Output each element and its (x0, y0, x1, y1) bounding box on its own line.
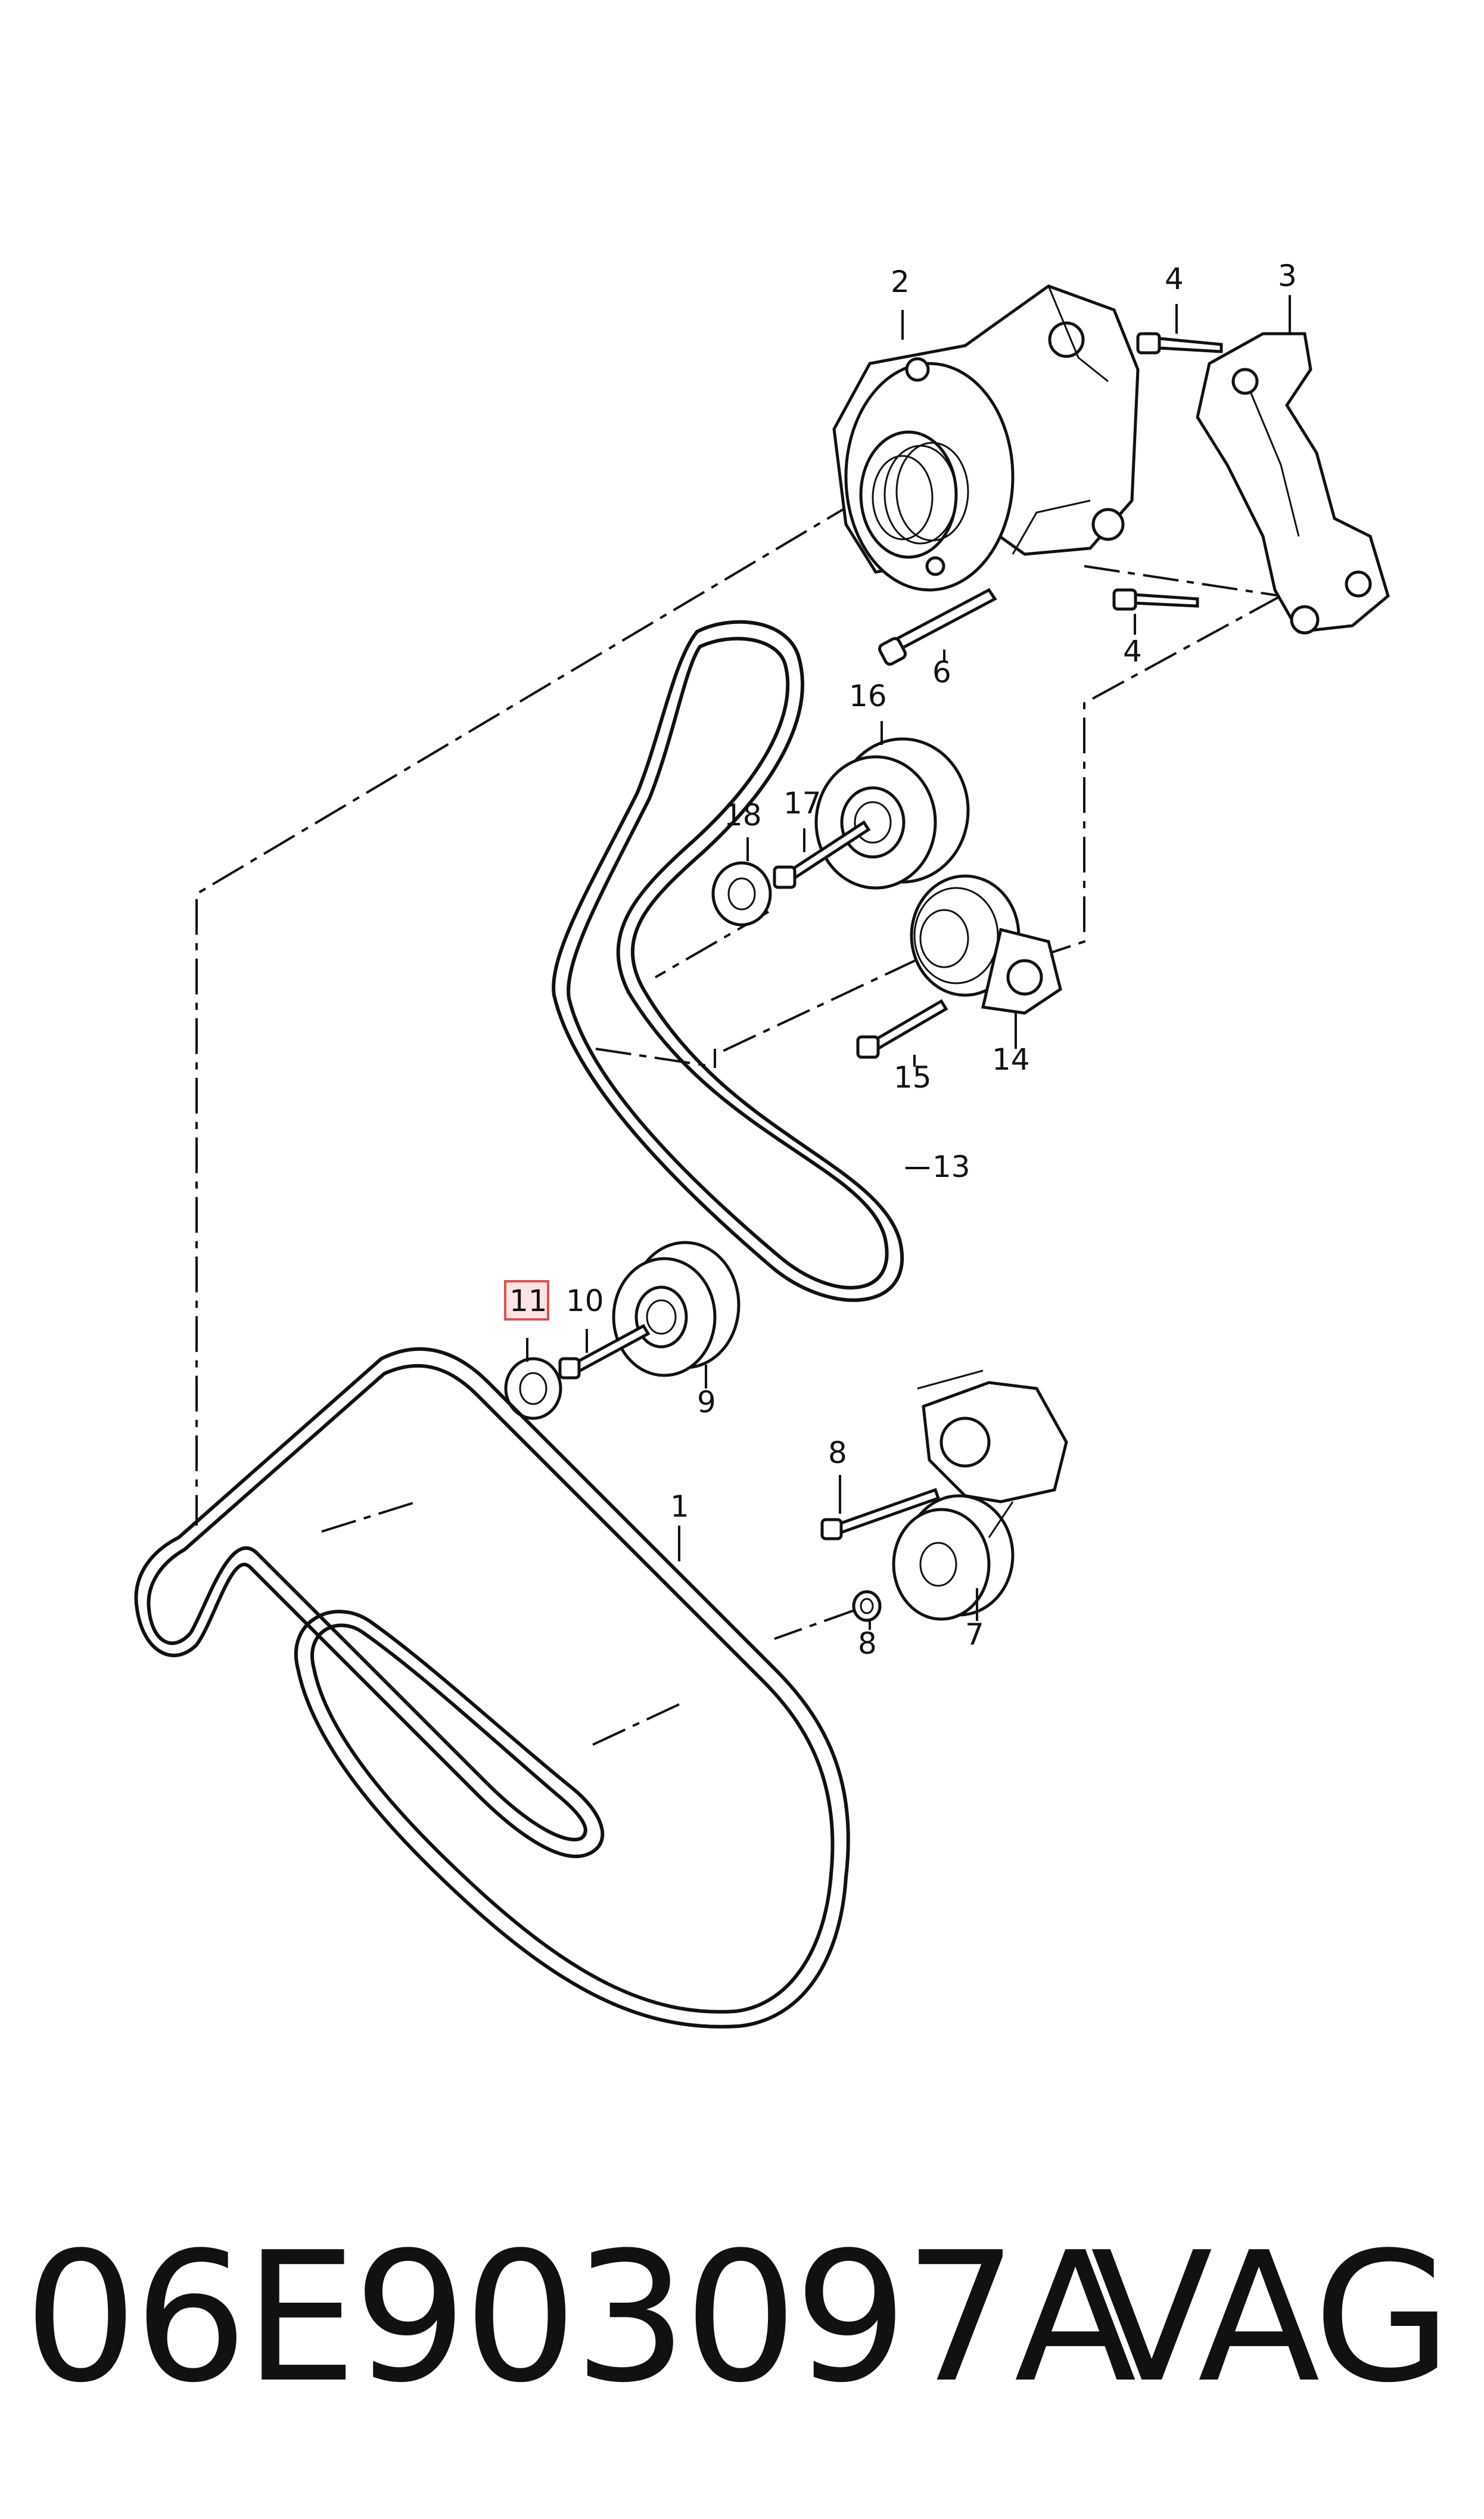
exploded-parts-diagram: 2 4 3 4 6 16 17 18 15 14 13 11 10 9 8 1 … (134, 259, 1390, 2029)
callout-1[interactable]: 1 (670, 1489, 689, 1524)
bolt-8-upper (820, 1487, 941, 1540)
bolt-6 (878, 588, 997, 666)
belt-1 (134, 1347, 850, 2029)
idler-pulley-16 (814, 737, 970, 890)
tensioner-14 (910, 874, 1062, 1015)
callout-13[interactable]: 13 (932, 1150, 970, 1184)
callout-16[interactable]: 16 (849, 679, 887, 713)
bracket (1196, 332, 1390, 635)
tensioner-7 (892, 1369, 1068, 1621)
belt-13 (552, 620, 904, 1302)
callout-4-top[interactable]: 4 (1165, 262, 1184, 296)
callout-15[interactable]: 15 (894, 1060, 932, 1095)
bolt-4-top (1136, 332, 1223, 355)
alternator (832, 284, 1140, 592)
callout-17[interactable]: 17 (783, 786, 822, 821)
callout-8-upper[interactable]: 8 (828, 1436, 847, 1470)
callout-10[interactable]: 10 (566, 1284, 604, 1318)
callouts: 2 4 3 4 6 16 17 18 15 14 13 11 10 9 8 1 … (509, 259, 1297, 1661)
callout-7[interactable]: 7 (965, 1617, 984, 1652)
brand-label: VAG (1090, 2214, 1452, 2422)
idler-pulley-9 (612, 1241, 741, 1377)
bolt-17 (773, 820, 871, 889)
leader-lines (526, 295, 1291, 1630)
callout-18[interactable]: 18 (724, 798, 762, 833)
callout-3[interactable]: 3 (1278, 259, 1297, 293)
callout-14[interactable]: 14 (992, 1042, 1030, 1077)
callout-11[interactable]: 11 (509, 1284, 547, 1318)
washer-11 (504, 1357, 562, 1420)
bolt-15 (856, 999, 948, 1059)
callout-9[interactable]: 9 (697, 1385, 716, 1420)
assembly-dash-lines (195, 499, 1281, 1747)
part-number: 06E903097A (24, 2214, 1137, 2422)
callout-8-lower[interactable]: 8 (858, 1626, 877, 1661)
callout-6[interactable]: 6 (932, 655, 951, 689)
bolt-8-lower (852, 1590, 882, 1622)
bolt-10 (558, 1324, 651, 1380)
washer-18 (711, 861, 772, 927)
callout-2[interactable]: 2 (891, 265, 910, 299)
callout-4-lower[interactable]: 4 (1123, 634, 1142, 669)
callout-11-highlight (504, 1280, 549, 1321)
bolt-4-lower (1112, 588, 1199, 611)
